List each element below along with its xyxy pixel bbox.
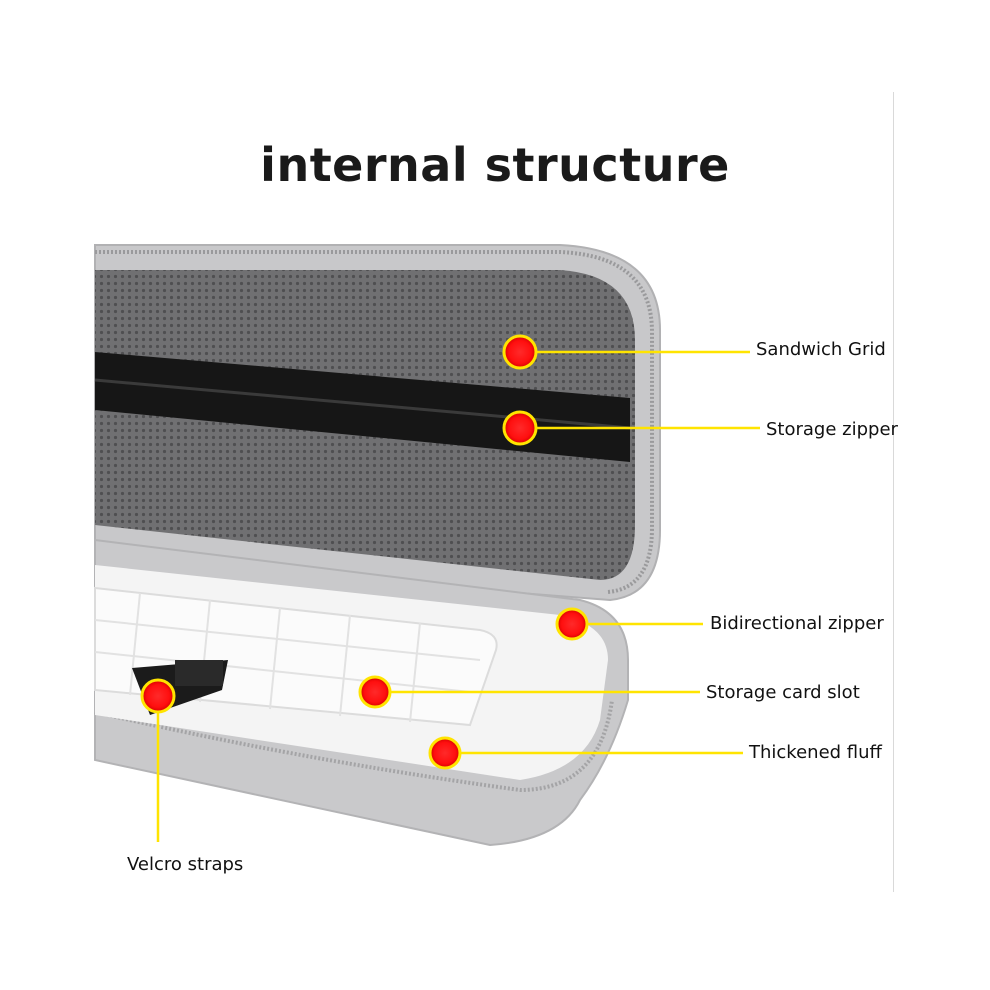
- marker-storage-zipper: [502, 410, 538, 446]
- tray-zipper-rim: [94, 699, 614, 793]
- label-thickened-fluff: Thickened fluff: [749, 742, 882, 763]
- storage-zipper-band: [95, 352, 630, 462]
- marker-sandwich-grid: [502, 334, 538, 370]
- marker-storage-card-slot: [358, 675, 392, 709]
- marker-thickened-fluff: [428, 736, 462, 770]
- right-edge-divider: [893, 92, 894, 892]
- leader-lines: [156, 350, 760, 842]
- lid-zipper-edge: [95, 250, 654, 594]
- callout-markers: [140, 334, 589, 770]
- velcro-tab: [175, 660, 223, 686]
- label-storage-zipper: Storage zipper: [766, 419, 898, 440]
- marker-velcro-straps: [140, 678, 176, 714]
- card-slot-grid: [94, 592, 481, 723]
- storage-zipper-teeth: [94, 378, 631, 430]
- marker-bidirectional-zipper: [555, 607, 589, 641]
- label-storage-card-slot: Storage card slot: [706, 682, 860, 703]
- label-sandwich-grid: Sandwich Grid: [756, 339, 886, 360]
- label-velcro-straps: Velcro straps: [127, 854, 244, 875]
- label-bidirectional-zipper: Bidirectional zipper: [710, 613, 884, 634]
- page-title: internal structure: [260, 138, 730, 192]
